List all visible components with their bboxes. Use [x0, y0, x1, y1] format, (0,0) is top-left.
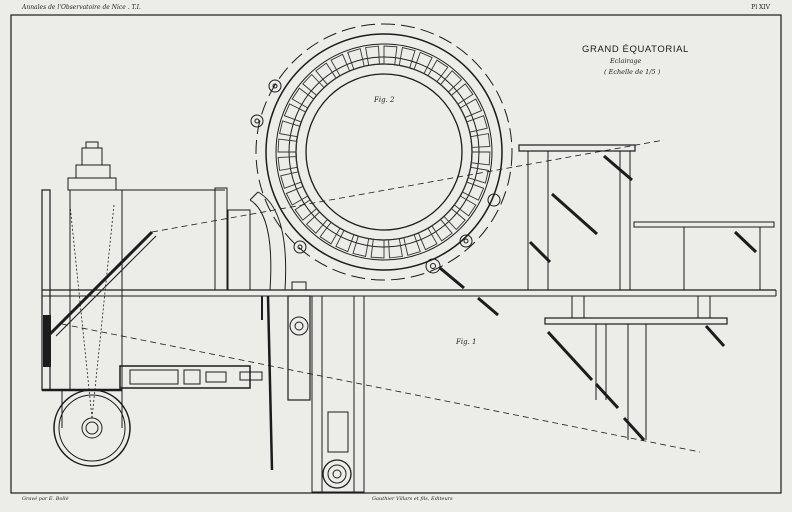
- ring-block: [330, 53, 351, 77]
- ring-block: [443, 207, 466, 231]
- ring-block: [315, 62, 337, 86]
- ring-block: [291, 87, 315, 109]
- ring-block: [277, 138, 298, 153]
- ring-block: [277, 156, 298, 171]
- plate-number: Pl XIV: [751, 4, 770, 11]
- ring-block: [280, 171, 302, 189]
- ring-block: [439, 70, 463, 93]
- plate-border: [10, 14, 782, 494]
- ring-block: [450, 83, 474, 105]
- ring-block: [285, 185, 309, 206]
- wheel: [53, 389, 131, 467]
- ring-block: [335, 229, 355, 253]
- ring-block: [413, 51, 433, 75]
- ring-block: [279, 120, 301, 138]
- ring-block: [319, 221, 341, 245]
- ring-block: [459, 98, 483, 119]
- plate-header-left: Annales de l'Observatoire de Nice . T.I.: [22, 4, 141, 11]
- engraver-credit: Gravé par E. Bollé: [22, 496, 69, 502]
- plate-title: GRAND ÉQUATORIAL: [582, 44, 689, 55]
- ring-block: [352, 235, 370, 257]
- ring-block: [283, 103, 307, 123]
- ring-block: [365, 45, 380, 66]
- ring-block: [470, 151, 491, 166]
- scale-label: ( Echelle de 1/5 ): [604, 68, 661, 76]
- sight-lines: [61, 139, 701, 453]
- ring-assembly: [250, 23, 513, 281]
- ring-block: [417, 227, 438, 251]
- figure-1-label: Fig. 1: [456, 338, 477, 346]
- ring-block: [403, 234, 421, 256]
- ring-block: [388, 238, 403, 259]
- ring-block: [427, 59, 449, 83]
- publisher-credit: Gauthier Villars et fils, Editeurs: [372, 496, 453, 502]
- ring-block: [305, 211, 329, 234]
- ring-block: [431, 218, 453, 242]
- ring-block: [466, 115, 488, 133]
- lamp-rods: [439, 154, 758, 442]
- ring-block: [453, 195, 477, 217]
- figure-2-label: Fig. 2: [374, 96, 395, 104]
- ring-block: [398, 47, 416, 69]
- plate-subtitle: Eclairage: [610, 57, 642, 65]
- ring-block: [370, 238, 385, 259]
- ring-block: [470, 133, 491, 148]
- ring-block: [461, 181, 485, 201]
- ring-block: [383, 45, 398, 66]
- ring-block: [467, 166, 489, 184]
- ring-block: [302, 73, 325, 97]
- ring-block: [347, 48, 365, 70]
